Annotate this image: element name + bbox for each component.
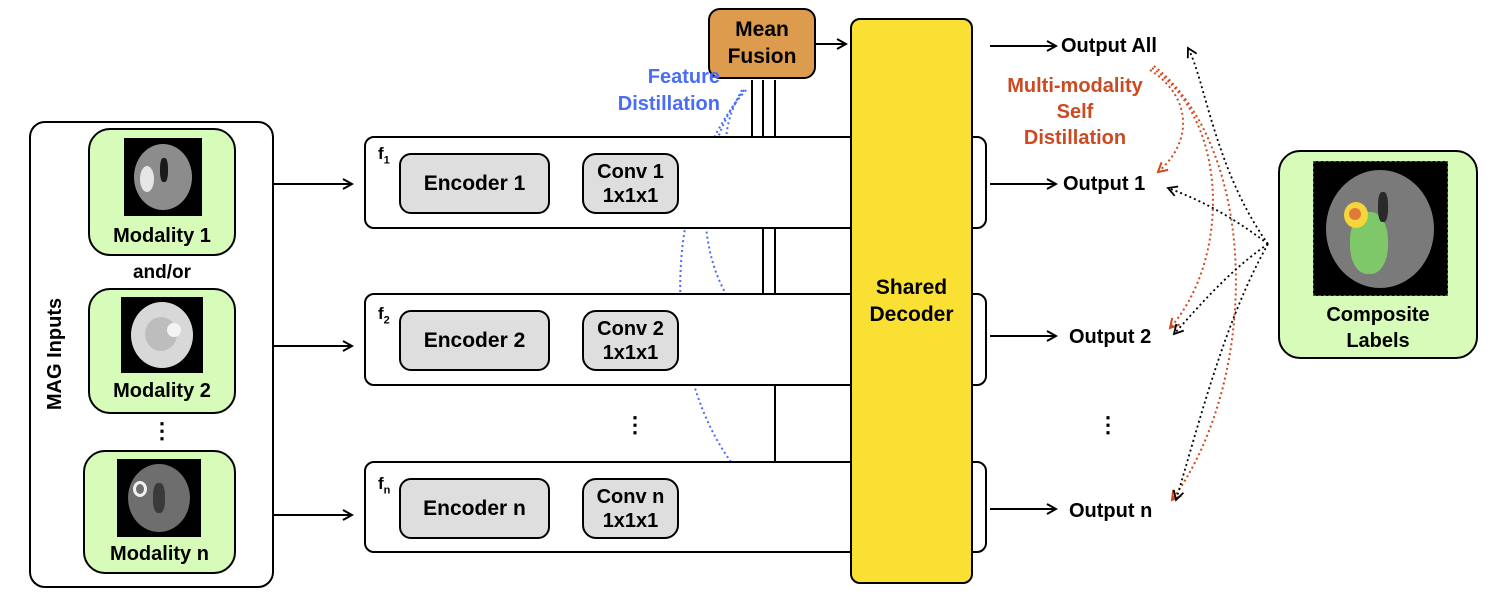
encoder-2-box: Encoder 2 bbox=[399, 310, 550, 371]
branch-2-feature-label: f2 bbox=[378, 304, 390, 327]
feature-distillation-label: Feature Distillation bbox=[580, 64, 720, 118]
mean-fusion-line1: Mean bbox=[735, 18, 789, 42]
output-n-label: Output n bbox=[1069, 500, 1153, 522]
conv-n-line2: 1x1x1 bbox=[602, 509, 659, 532]
output-arrows bbox=[990, 46, 1056, 509]
modality-2-label: Modality 2 bbox=[113, 380, 211, 402]
label-arrow-all bbox=[1186, 46, 1269, 245]
self-distillation-line2: Self bbox=[1056, 101, 1094, 123]
output-1-label: Output 1 bbox=[1063, 173, 1146, 195]
modality-vdots: ⋮ bbox=[151, 418, 173, 443]
encoder-n-box: Encoder n bbox=[399, 478, 550, 539]
output-2-label: Output 2 bbox=[1069, 326, 1152, 348]
composite-labels-line1: Composite bbox=[1326, 304, 1430, 326]
modality-1-image bbox=[124, 138, 202, 216]
mean-fusion-box: Mean Fusion bbox=[708, 8, 816, 79]
output-vdots: ⋮ bbox=[1097, 412, 1119, 437]
decoder-line1: Shared bbox=[875, 275, 948, 299]
label-supervision-arrows bbox=[1166, 46, 1269, 502]
fusion-lines bbox=[751, 44, 846, 509]
self-distillation-label: Multi-modality Self Distillation bbox=[985, 73, 1165, 151]
sd-arrow-2 bbox=[1151, 67, 1214, 328]
decoder-line2: Decoder bbox=[869, 303, 954, 326]
conv-1-line1: Conv 1 bbox=[597, 160, 664, 183]
sd-arrow-n bbox=[1153, 65, 1237, 500]
self-distillation-line3: Distillation bbox=[1023, 127, 1127, 149]
conv-n-line1: Conv n bbox=[596, 485, 665, 508]
label-arrow-2 bbox=[1172, 243, 1269, 336]
feature-distillation-line1: Feature bbox=[647, 66, 720, 88]
sd-arrow-1 bbox=[1149, 69, 1184, 172]
shared-decoder-box: Shared Decoder bbox=[850, 18, 973, 584]
and-or-label: and/or bbox=[132, 262, 192, 283]
conv-2-box: Conv 2 1x1x1 bbox=[582, 310, 679, 371]
label-arrow-1 bbox=[1166, 185, 1269, 245]
composite-labels-line2: Labels bbox=[1346, 330, 1410, 352]
conv-1-line2: 1x1x1 bbox=[602, 184, 659, 207]
composite-labels-text: Composite Labels bbox=[1278, 302, 1478, 354]
label-arrow-n bbox=[1172, 243, 1269, 502]
modality-1-label: Modality 1 bbox=[113, 225, 211, 247]
conv-2-line1: Conv 2 bbox=[597, 317, 664, 340]
branch-1-feature-label: f1 bbox=[378, 144, 390, 167]
mag-inputs-label: MAG Inputs bbox=[44, 297, 66, 411]
mean-fusion-line2: Fusion bbox=[727, 44, 797, 68]
branch-vdots: ⋮ bbox=[624, 412, 646, 437]
self-distillation-line1: Multi-modality bbox=[1007, 75, 1143, 97]
composite-labels-image bbox=[1313, 161, 1448, 296]
encoder-1-box: Encoder 1 bbox=[399, 153, 550, 214]
modality-2-image bbox=[121, 297, 203, 373]
output-all-label: Output All bbox=[1061, 35, 1157, 57]
feature-distillation-line2: Distillation bbox=[617, 93, 720, 115]
conv-n-box: Conv n 1x1x1 bbox=[582, 478, 679, 539]
conv-1-box: Conv 1 1x1x1 bbox=[582, 153, 679, 214]
modality-n-image bbox=[117, 459, 201, 537]
conv-2-line2: 1x1x1 bbox=[602, 341, 659, 364]
modality-n-label: Modality n bbox=[110, 543, 209, 565]
branch-n-feature-label: fn bbox=[378, 474, 391, 497]
